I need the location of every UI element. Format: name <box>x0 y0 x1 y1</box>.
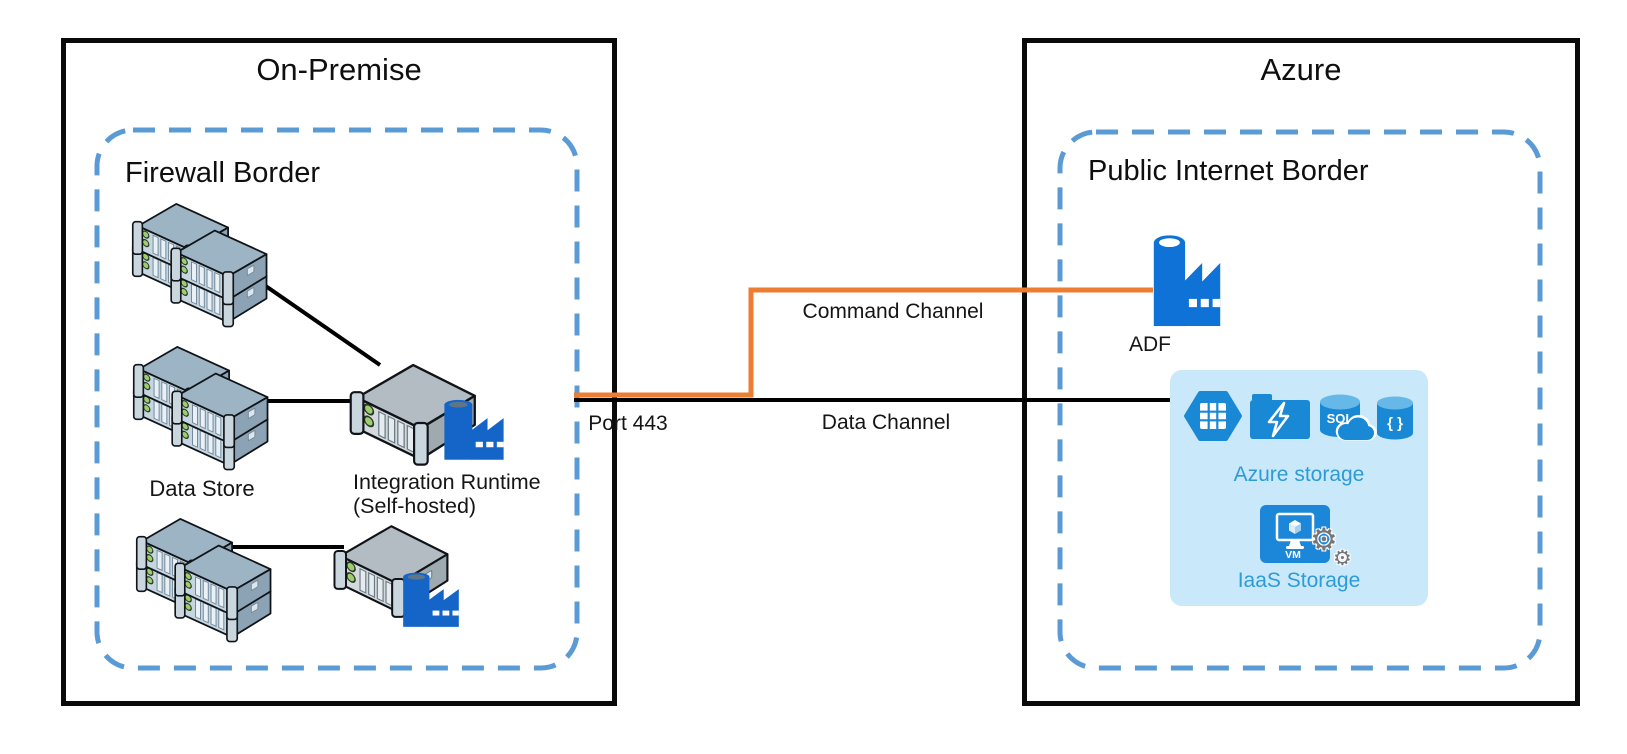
data-store-server-stack-icon-3 <box>136 513 272 640</box>
on-premise-title: On-Premise <box>256 52 422 87</box>
integration-runtime-factory-icon <box>444 399 504 460</box>
blob-folder-lightning-icon <box>1250 394 1310 439</box>
azure-storage-panel: SQL { } Azure storage VM ⚙ ⚙ IaaS Storag… <box>1170 370 1428 606</box>
public-internet-border-label: Public Internet Border <box>1088 155 1369 187</box>
data-store-label: Data Store <box>149 476 255 501</box>
port-443-label: Port 443 <box>588 412 668 435</box>
sql-database-icon: SQL <box>1320 394 1377 441</box>
vm-text: VM <box>1285 549 1301 561</box>
vm-icon: VM <box>1260 505 1330 563</box>
gear-icon-small: ⚙ <box>1333 546 1352 570</box>
azure-storage-label: Azure storage <box>1233 463 1365 486</box>
data-store-server-stack-icon-1 <box>132 198 268 325</box>
data-store-server-stack-icon-2 <box>133 341 269 468</box>
gear-icon-large: ⚙ <box>1310 522 1338 558</box>
table-storage-hexagon-grid-icon <box>1184 391 1242 441</box>
integration-runtime-label-line2: (Self-hosted) <box>353 494 477 518</box>
adf-factory-icon <box>1153 235 1221 327</box>
iaas-storage-label: IaaS Storage <box>1237 569 1361 592</box>
bottom-server-factory-icon <box>403 572 459 627</box>
nosql-braces-database-icon: { } <box>1377 396 1413 440</box>
adf-label: ADF <box>1129 333 1171 356</box>
command-channel-label: Command Channel <box>802 300 984 323</box>
integration-runtime-label-line1: Integration Runtime <box>353 470 541 494</box>
sql-text: SQL <box>1327 411 1354 426</box>
data-channel-label: Data Channel <box>821 411 951 434</box>
integration-runtime-label: Integration Runtime (Self-hosted) <box>353 470 541 518</box>
public-internet-border-box <box>1057 129 1543 671</box>
azure-title: Azure <box>1260 52 1342 87</box>
firewall-border-label: Firewall Border <box>125 157 320 189</box>
braces-text: { } <box>1387 415 1403 432</box>
